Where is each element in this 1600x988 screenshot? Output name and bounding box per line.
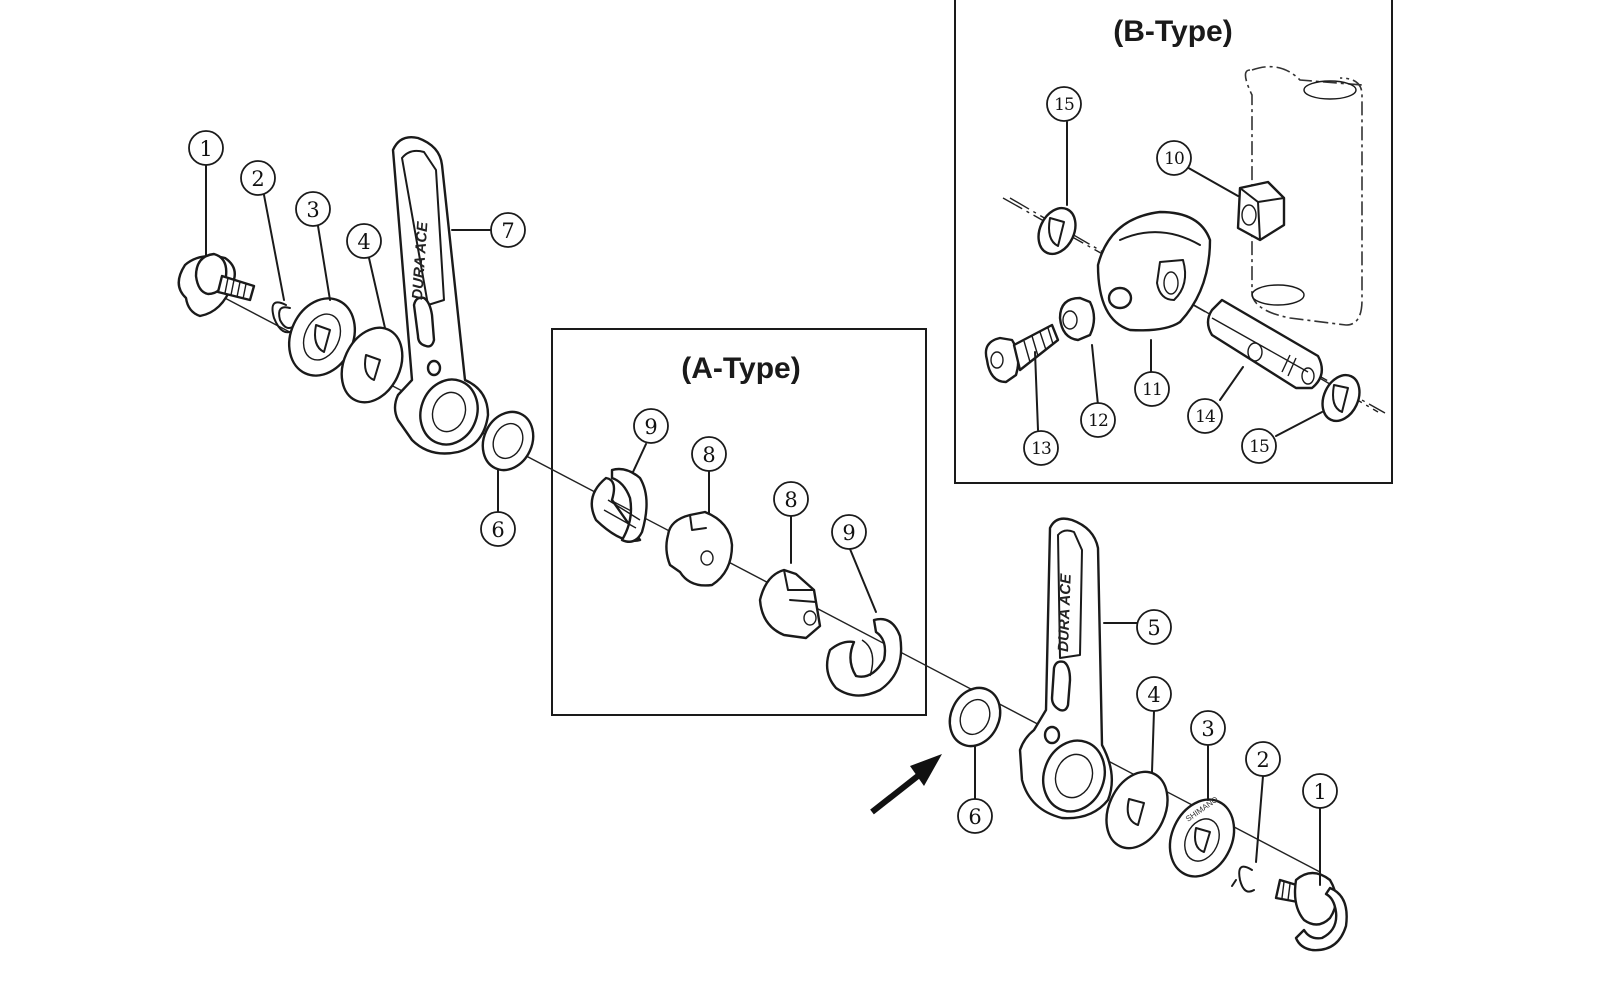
- callout-10: 10: [1156, 140, 1192, 176]
- part-6-washer-right: [948, 686, 1002, 748]
- b-type-title: (B-Type): [1113, 15, 1232, 48]
- tube-top-ellipse: [1303, 80, 1357, 100]
- part-12-spacer: [1058, 296, 1096, 342]
- a-type-box-border: [551, 328, 927, 716]
- part-9-band-clip-lower: [825, 617, 903, 697]
- svg-text:1: 1: [199, 137, 212, 161]
- callout-1-left: 1: [188, 130, 224, 166]
- callout-14: 14: [1187, 398, 1223, 434]
- svg-text:8: 8: [702, 443, 715, 467]
- svg-text:10: 10: [1164, 149, 1184, 169]
- svg-text:15: 15: [1054, 95, 1074, 115]
- callout-11: 11: [1134, 371, 1170, 407]
- svg-text:15: 15: [1249, 437, 1269, 457]
- part-5-lever-right: DURA ACE: [1018, 517, 1114, 820]
- part-7-lever-left: DURA ACE: [391, 136, 490, 455]
- callout-15-lower: 15: [1241, 428, 1277, 464]
- a-type-panel: (A-Type): [551, 328, 927, 716]
- right-assembly: DURA ACE SHIMANO: [948, 517, 1348, 952]
- svg-text:8: 8: [784, 488, 797, 512]
- lever-brand-right: DURA ACE: [1055, 573, 1075, 653]
- callout-15-upper: 15: [1046, 86, 1082, 122]
- part-15-washer-upper: [1037, 206, 1077, 256]
- callout-1-right: 1: [1302, 773, 1338, 809]
- callout-2-right: 2: [1245, 741, 1281, 777]
- svg-text:14: 14: [1195, 407, 1215, 427]
- part-8-lever-seat-lower: [758, 568, 822, 640]
- callout-7-left: 7: [490, 212, 526, 248]
- svg-text:4: 4: [1147, 683, 1160, 707]
- part-8-lever-seat-upper: [665, 510, 734, 587]
- leader-lines: [205, 121, 1323, 886]
- b-type-box-border: [954, 0, 1393, 484]
- svg-text:2: 2: [251, 167, 264, 191]
- part-13-bolt: [984, 323, 1060, 384]
- part-1-bolt-right: [1274, 871, 1348, 952]
- svg-text:13: 13: [1031, 439, 1051, 459]
- svg-text:2: 2: [1256, 748, 1269, 772]
- svg-text:1: 1: [1313, 780, 1326, 804]
- callout-8-upper: 8: [691, 436, 727, 472]
- part-11-boss-body: [1096, 210, 1212, 332]
- callout-4-right: 4: [1136, 676, 1172, 712]
- frame-tube: [1244, 65, 1363, 326]
- part-9-band-clip-upper: [590, 467, 648, 543]
- svg-text:4: 4: [357, 230, 370, 254]
- svg-text:3: 3: [1201, 717, 1214, 741]
- callout-9-lower: 9: [831, 514, 867, 550]
- a-type-title: (A-Type): [681, 352, 800, 385]
- highlight-arrow-icon: [870, 754, 942, 815]
- part-2-snap-ring-left: [271, 301, 295, 334]
- svg-text:9: 9: [842, 521, 855, 545]
- callout-8-lower: 8: [773, 481, 809, 517]
- callout-9-upper: 9: [633, 408, 669, 444]
- callout-2-left: 2: [240, 160, 276, 196]
- lever-brand-left: DURA ACE: [409, 220, 431, 300]
- a-type-parts: [590, 467, 903, 697]
- callouts: 1 2 3 4 7 6 9 8: [188, 86, 1338, 834]
- svg-text:7: 7: [501, 219, 514, 243]
- tube-bottom-ellipse: [1251, 284, 1305, 306]
- callout-6-right: 6: [957, 798, 993, 834]
- part-1-bolt-left: [177, 252, 256, 318]
- callout-3-left: 3: [295, 191, 331, 227]
- svg-text:9: 9: [644, 415, 657, 439]
- svg-text:6: 6: [968, 805, 981, 829]
- left-assembly: DURA ACE: [177, 136, 535, 472]
- part-4-spring-washer-left: [340, 326, 404, 404]
- part-2-snap-ring-right: [1231, 865, 1255, 893]
- callout-4-left: 4: [346, 223, 382, 259]
- part-3-cover-washer-right: SHIMANO: [1168, 795, 1236, 878]
- callout-6-left: 6: [480, 511, 516, 547]
- svg-text:3: 3: [306, 198, 319, 222]
- part-3-cover-washer-left: [288, 297, 356, 377]
- part-14-axle: [1206, 298, 1324, 390]
- callout-12: 12: [1080, 402, 1116, 438]
- svg-text:11: 11: [1142, 380, 1162, 400]
- callout-5-right: 5: [1136, 609, 1172, 645]
- part-6-washer-left: [481, 410, 535, 472]
- svg-text:12: 12: [1088, 411, 1108, 431]
- part-10-nut: [1236, 180, 1286, 242]
- part-4-spring-washer-right: [1105, 770, 1169, 850]
- svg-text:6: 6: [491, 518, 504, 542]
- callout-3-right: 3: [1190, 710, 1226, 746]
- b-type-panel: (B-Type): [954, 0, 1393, 484]
- part-15-washer-lower: [1321, 373, 1361, 423]
- svg-text:5: 5: [1147, 616, 1160, 640]
- callout-13: 13: [1023, 430, 1059, 466]
